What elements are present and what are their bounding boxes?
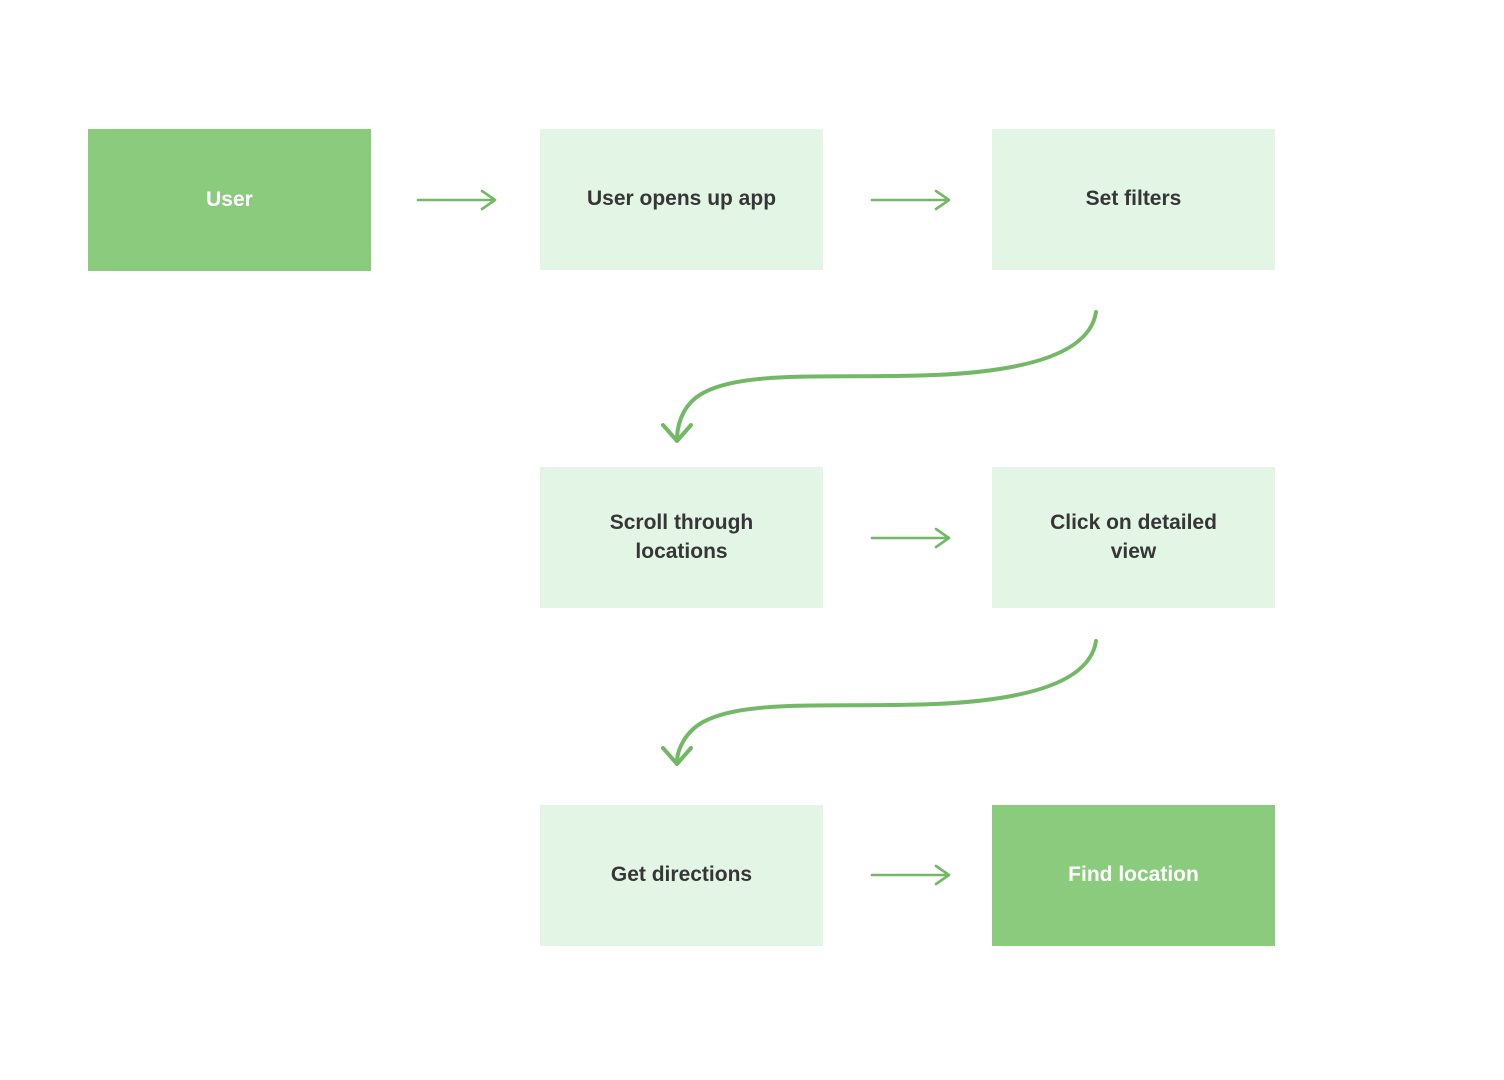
node-click-on-detailed-view: Click on detailed view — [992, 467, 1275, 608]
node-user: User — [88, 129, 371, 271]
node-find-location: Find location — [992, 805, 1275, 946]
node-user-opens-up-app-label: User opens up app — [586, 187, 777, 211]
arrow-set-filters-to-scroll-locations — [661, 310, 1098, 443]
node-click-on-detailed-view-label: Click on detailed view — [1050, 510, 1217, 563]
node-get-directions: Get directions — [540, 805, 823, 946]
node-user-label: User — [206, 187, 253, 211]
node-scroll-through-locations: Scroll through locations — [540, 467, 823, 608]
arrow-opens-app-to-set-filters — [870, 189, 951, 211]
node-get-directions-label: Get directions — [610, 863, 753, 887]
node-user-opens-up-app: User opens up app — [540, 129, 823, 270]
arrow-detailed-view-to-get-directions — [661, 639, 1098, 766]
arrow-user-to-opens-app — [416, 189, 497, 211]
node-set-filters: Set filters — [992, 129, 1275, 270]
node-set-filters-label: Set filters — [1085, 187, 1182, 211]
node-scroll-through-locations-label: Scroll through locations — [609, 510, 754, 563]
arrow-scroll-locations-to-detailed-view — [870, 527, 951, 549]
arrow-get-directions-to-find-location — [870, 864, 951, 886]
node-find-location-label: Find location — [1068, 863, 1199, 887]
